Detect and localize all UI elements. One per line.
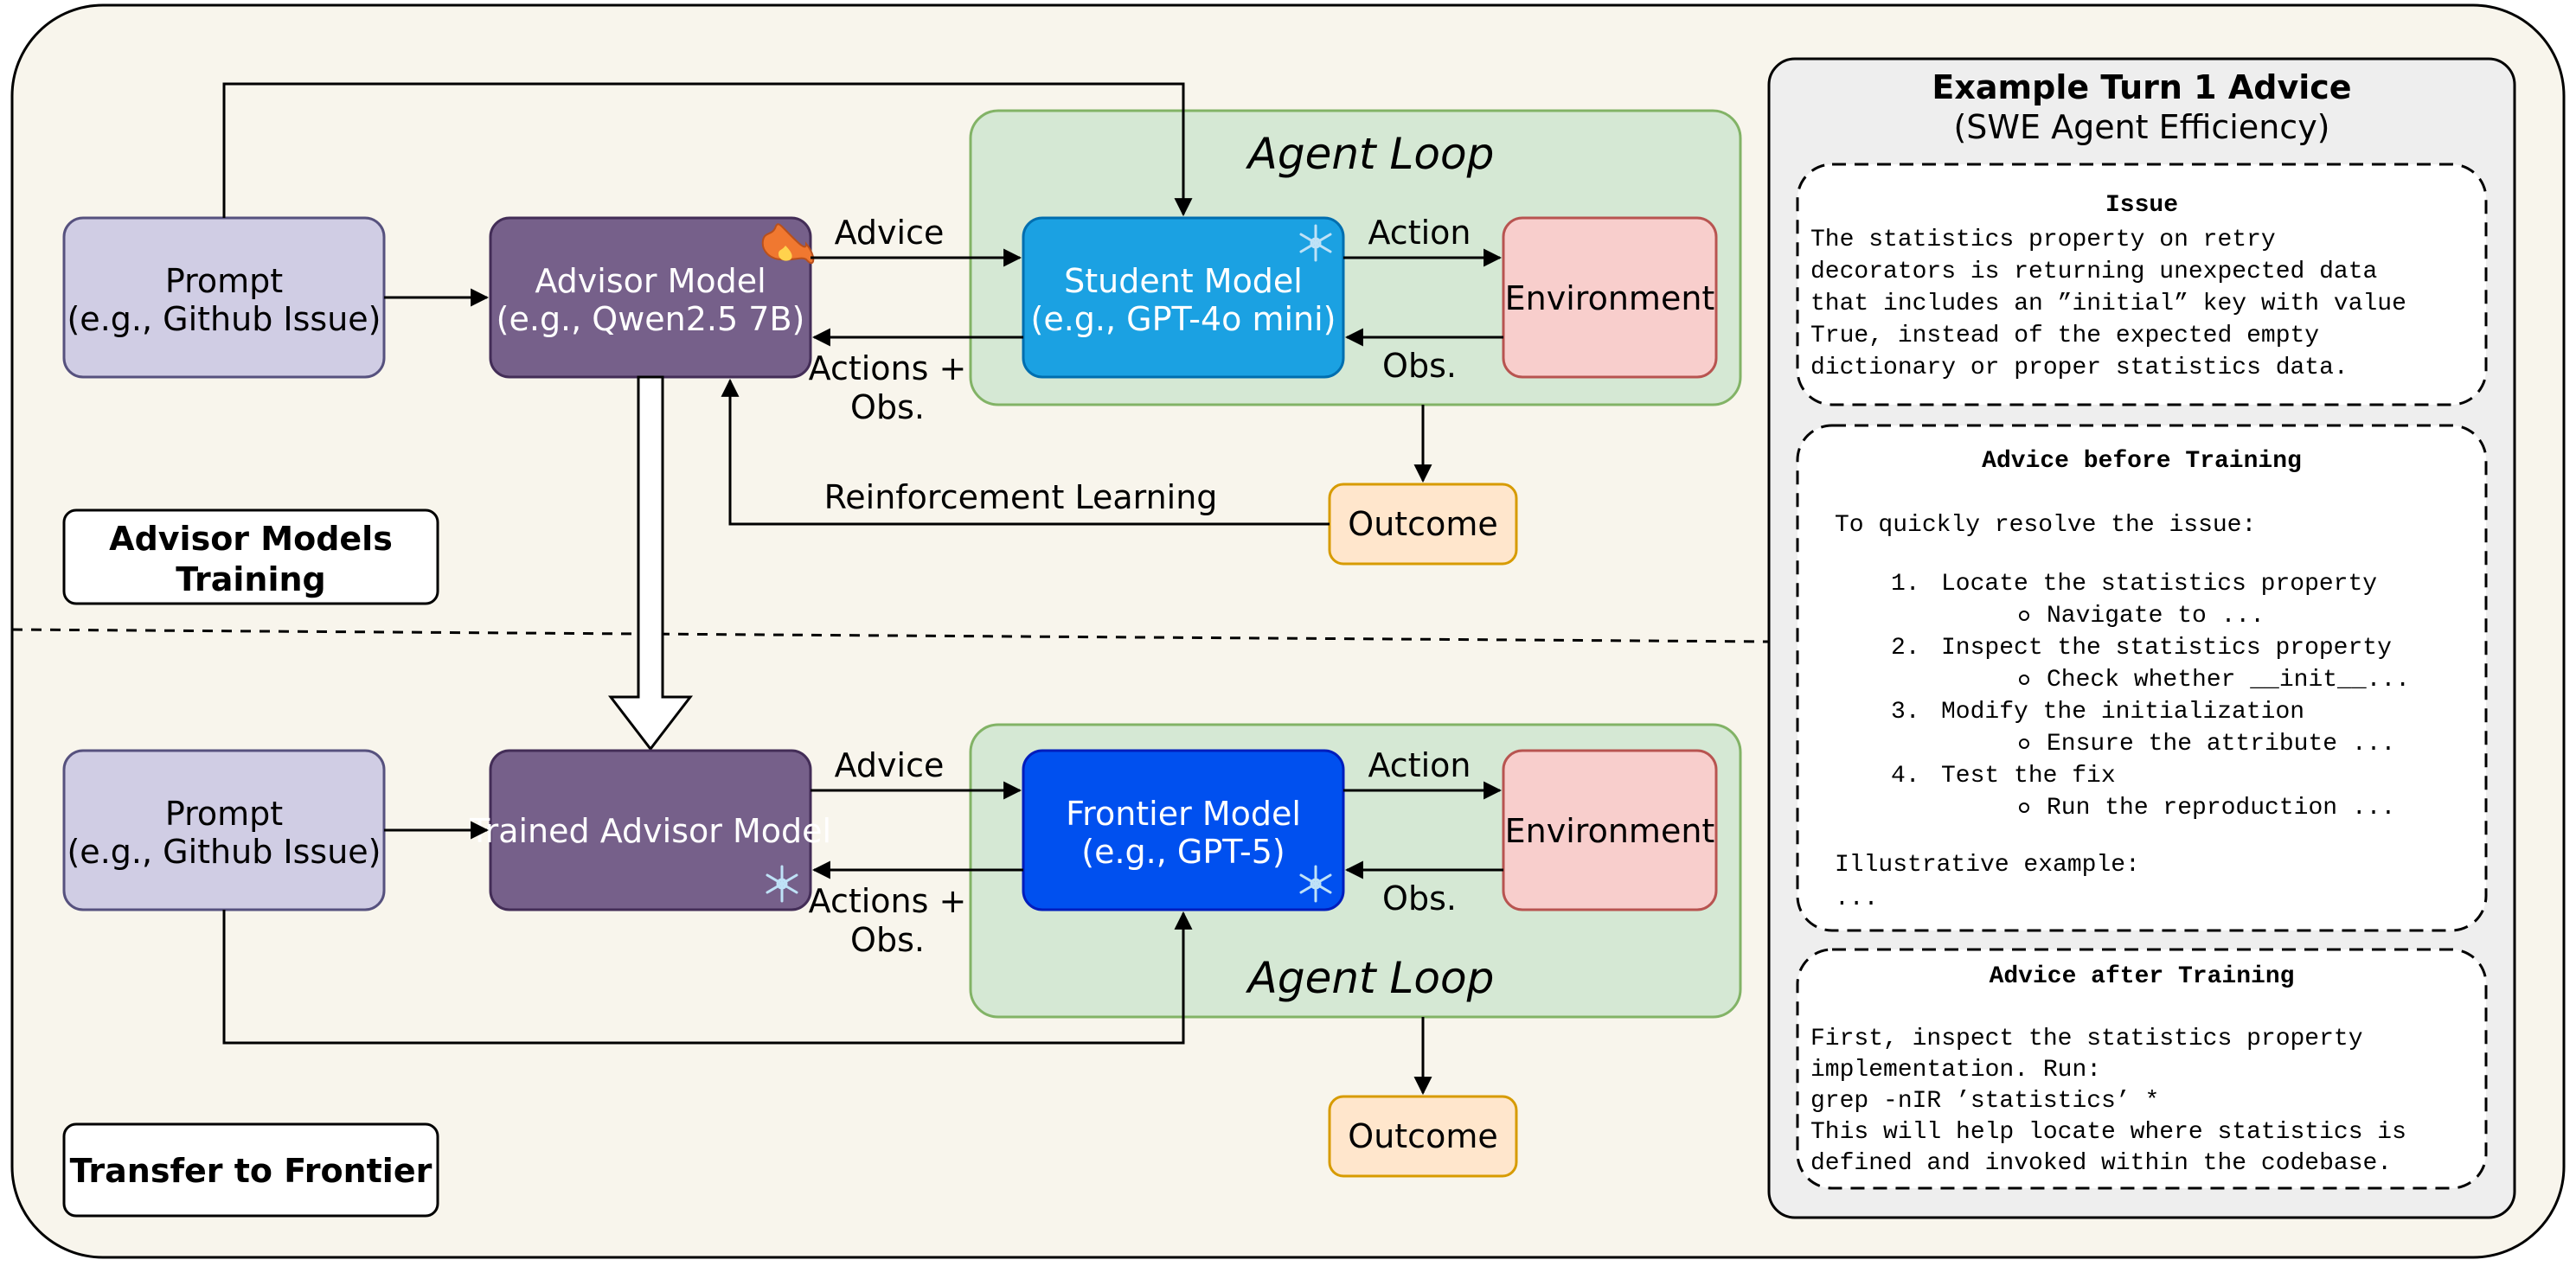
transfer-section: Agent Loop Prompt (e.g., Github Issue) T… [62,723,1742,1218]
illustrative-example-ellipsis: ... [1835,886,1878,912]
step-text: Modify the initialization [1941,699,2304,726]
advice-after-line: grep -nIR ’statistics’ * [1810,1088,2159,1115]
edge-rl-label: Reinforcement Learning [824,478,1218,516]
step-sub: Run the reproduction ... [2047,795,2395,822]
edge-prompt-to-frontier [222,910,1193,1045]
environment-label: Environment [1505,279,1715,317]
step-text: Test the fix [1941,763,2116,790]
issue-line: that includes an ”initial” key with valu… [1810,291,2406,317]
agent-loop-title: Agent Loop [1246,129,1495,179]
step-text: Locate the statistics property [1941,571,2377,598]
issue-line: True, instead of the expected empty [1810,323,2319,349]
training-label-line2: Training [176,560,326,598]
training-label-line1: Advisor Models [109,520,393,558]
outcome-label: Outcome [1348,505,1497,543]
student-model-label: Student Model [1064,262,1303,300]
student-model-box [1022,216,1345,379]
issue-line: The statistics property on retry [1810,227,2276,253]
transfer-section-label [62,1122,439,1218]
environment-box [1502,749,1718,911]
step-number: 4. [1891,763,1920,790]
frontier-model-label: Frontier Model [1066,795,1301,833]
advice-after-box [1796,948,2488,1190]
snowflake-icon [1299,865,1332,903]
student-model-example: (e.g., GPT-4o mini) [1031,300,1336,338]
issue-line: dictionary or proper statistics data. [1810,355,2349,381]
sub-bullet [2019,738,2029,749]
edge-reinforcement-learning [721,378,1330,526]
edge-obs-label: Obs. [1382,347,1457,385]
sub-bullet [2019,675,2029,685]
step-sub: Ensure the attribute ... [2047,731,2395,758]
edge-action-label: Action [1368,214,1471,252]
advice-after-line: implementation. Run: [1810,1057,2101,1084]
edge-actions-obs-label-1: Actions + [809,882,967,920]
edge-action-label: Action [1368,746,1471,784]
edge-actions-obs-label-2: Obs. [850,388,925,426]
prompt-label: Prompt [165,262,283,300]
sub-bullet [2019,611,2029,621]
trained-advisor-label: Trained Advisor Model [469,812,831,850]
prompt-label: Prompt [165,795,283,833]
training-section: Agent Loop Prompt (e.g., Github Issue) A… [62,82,1742,605]
agent-loop-title: Agent Loop [1246,953,1495,1003]
training-section-label [62,508,439,605]
outcome-label: Outcome [1348,1117,1497,1155]
frontier-model-box [1022,749,1345,911]
edge-prompt-to-student [222,82,1193,218]
advisor-model-example: (e.g., Qwen2.5 7B) [497,300,805,338]
step-number: 2. [1891,635,1920,662]
step-number: 3. [1891,699,1920,726]
outcome-box [1328,1095,1518,1178]
section-divider [11,628,1770,643]
transfer-arrow [607,375,694,751]
environment-box [1502,216,1718,379]
environment-label: Environment [1505,812,1715,850]
transfer-label: Transfer to Frontier [70,1152,433,1190]
flame-icon [761,223,815,265]
advice-before-heading: Advice before Training [1982,448,2302,475]
edge-actions-obs-label-2: Obs. [850,921,925,959]
advice-before-intro: To quickly resolve the issue: [1835,512,2256,539]
example-panel-subtitle: (SWE Agent Efficiency) [1953,108,2329,146]
snowflake-icon [766,865,798,903]
step-sub: Check whether __init__... [2047,667,2410,694]
step-sub: Navigate to ... [2047,603,2265,630]
trained-advisor-model-box [489,749,812,911]
frontier-model-example: (e.g., GPT-5) [1081,833,1285,871]
advice-after-line: First, inspect the statistics property [1810,1026,2363,1052]
advisor-model-label: Advisor Model [535,262,766,300]
example-advice-panel: Example Turn 1 Advice (SWE Agent Efficie… [1767,57,2516,1219]
step-number: 1. [1891,571,1920,598]
sub-bullet [2019,802,2029,813]
edge-advice-label: Advice [835,214,945,252]
snowflake-icon [1299,224,1332,262]
advice-after-heading: Advice after Training [1990,963,2295,990]
issue-box [1796,163,2488,406]
advice-after-line: This will help locate where statistics i… [1810,1119,2406,1146]
advice-after-line: defined and invoked within the codebase. [1810,1150,2392,1177]
step-text: Inspect the statistics property [1941,635,2392,662]
prompt-example: (e.g., Github Issue) [67,833,381,871]
issue-heading: Issue [2105,192,2178,219]
issue-line: decorators is returning unexpected data [1810,259,2377,285]
prompt-example: (e.g., Github Issue) [67,300,381,338]
edge-advice-label: Advice [835,746,945,784]
illustrative-example-label: Illustrative example: [1835,852,2140,879]
edge-obs-label: Obs. [1382,879,1457,918]
example-panel-title: Example Turn 1 Advice [1932,68,2351,106]
advice-before-box [1796,424,2488,932]
edge-actions-obs-label-1: Actions + [809,349,967,387]
